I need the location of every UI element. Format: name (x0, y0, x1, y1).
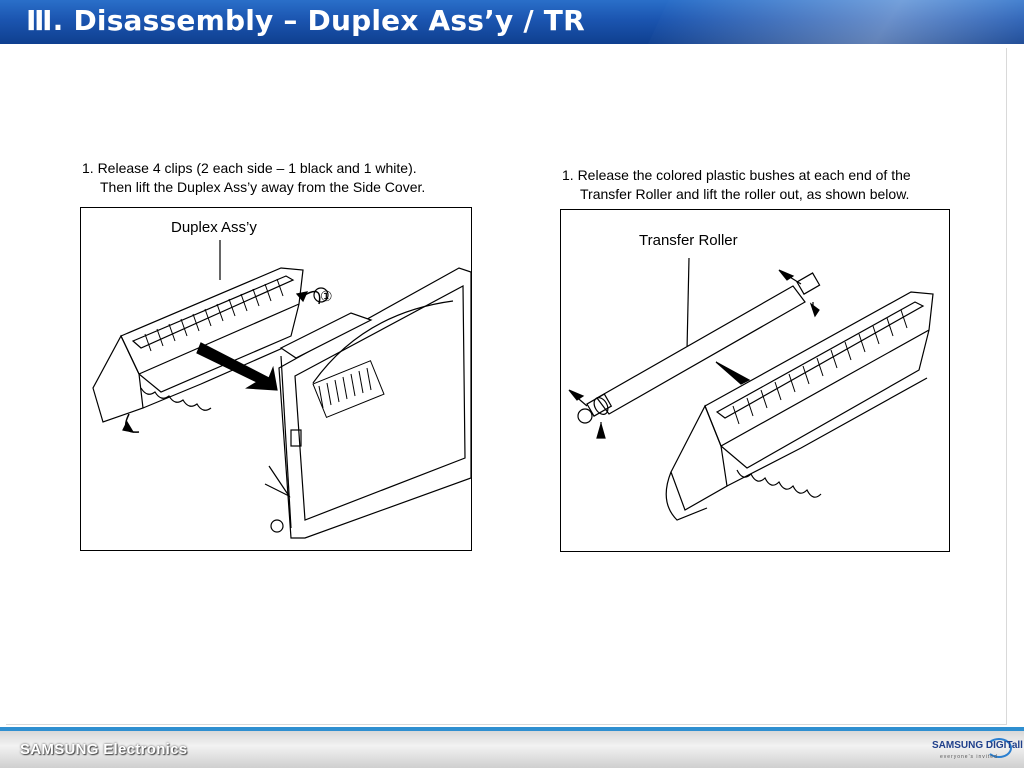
duplex-illustration (92, 240, 471, 539)
content-frame (6, 48, 1007, 725)
right-instruction-line1: 1. Release the colored plastic bushes at… (562, 167, 911, 183)
left-instruction-line1: 1. Release 4 clips (2 each side – 1 blac… (82, 160, 417, 176)
logo-ring-icon (986, 738, 1012, 758)
left-instruction-line2: Then lift the Duplex Ass’y away from the… (100, 179, 426, 195)
left-instruction: 1. Release 4 clips (2 each side – 1 blac… (82, 159, 425, 197)
samsung-electronics-brand: SAMSUNG Electronics (20, 741, 188, 758)
right-instruction-line2: Transfer Roller and lift the roller out,… (580, 186, 910, 202)
right-instruction: 1. Release the colored plastic bushes at… (562, 166, 911, 204)
footer: SAMSUNG Electronics SAMSUNG DIGITall eve… (0, 731, 1024, 768)
slide-title: Ⅲ. Disassembly – Duplex Ass’y / TR (26, 4, 585, 37)
transfer-roller-diagram-panel: Transfer Roller (560, 209, 950, 552)
title-bar-sheen (645, 0, 1024, 44)
samsung-digitall-logo: SAMSUNG DIGITall everyone's invited (930, 737, 1023, 763)
footer-accent-line (0, 727, 1024, 731)
duplex-callout-label: Duplex Ass’y (171, 219, 257, 236)
transfer-roller-illustration (568, 257, 934, 521)
title-bar: Ⅲ. Disassembly – Duplex Ass’y / TR (0, 0, 1024, 44)
step-marker: ① (320, 288, 333, 304)
duplex-diagram-panel: Duplex Ass’y ① (80, 207, 472, 551)
logo-slogan: everyone's invited (940, 754, 998, 760)
transfer-roller-callout-label: Transfer Roller (639, 232, 738, 249)
logo-text: SAMSUNG DIGITall (932, 740, 1023, 751)
